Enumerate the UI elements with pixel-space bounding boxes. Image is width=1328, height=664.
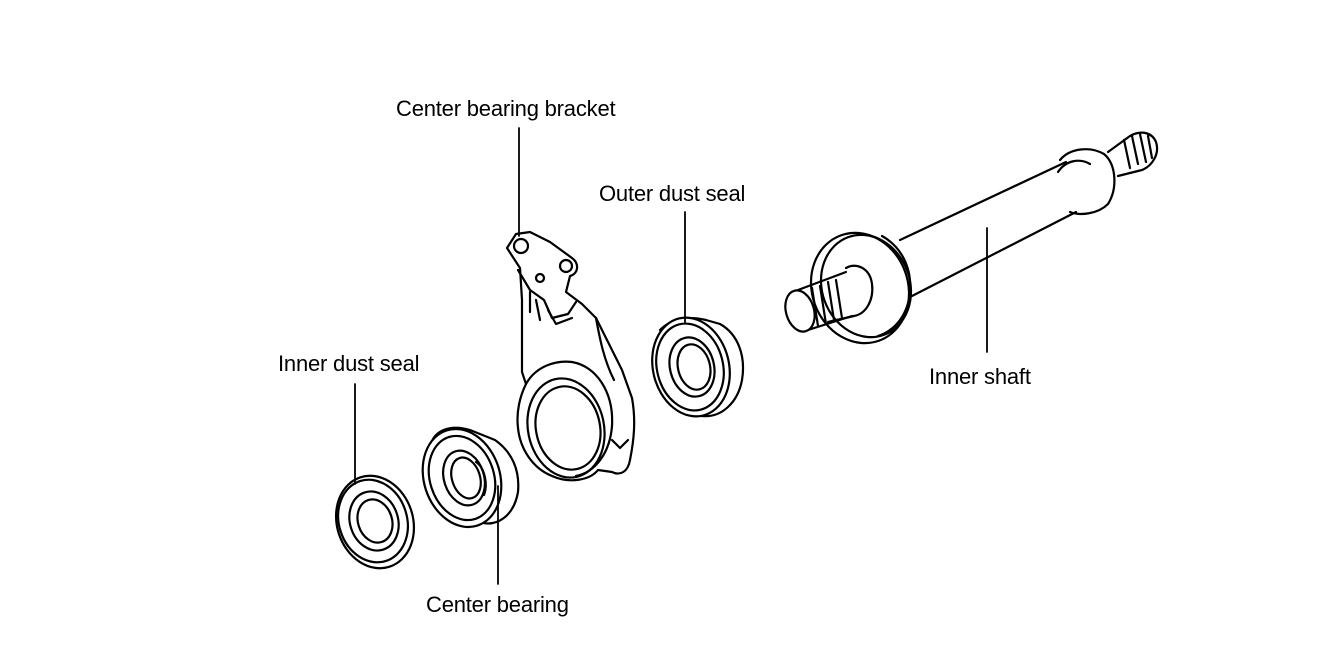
center-bearing-label: Center bearing <box>426 592 569 617</box>
inner-dust-seal-label: Inner dust seal <box>278 351 420 376</box>
center-bearing-bracket-part <box>505 230 636 482</box>
center-bearing-bracket-label: Center bearing bracket <box>396 96 616 121</box>
leader-lines <box>354 127 988 585</box>
inner-dust-seal-part <box>334 474 416 570</box>
outer-dust-seal-part <box>651 316 745 418</box>
inner-shaft-part <box>784 131 1159 345</box>
center-bearing-part <box>421 426 520 529</box>
inner-shaft-label: Inner shaft <box>929 364 1031 389</box>
outer-dust-seal-label: Outer dust seal <box>599 181 746 206</box>
